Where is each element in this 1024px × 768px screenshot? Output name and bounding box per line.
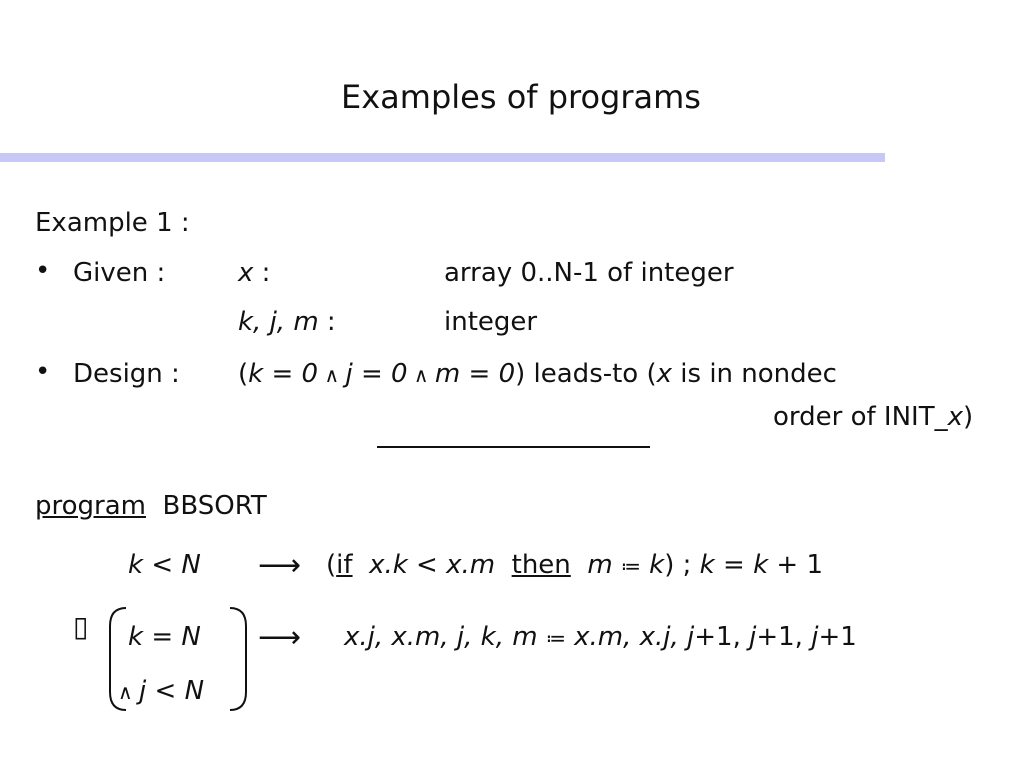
given-vars-kjm: k, j, m :	[238, 307, 336, 337]
guard-parentheses	[109, 607, 247, 711]
stmt2-guard-line1: k = N	[128, 622, 201, 652]
stmt1-guard: k < N	[128, 550, 201, 580]
given-label: Given :	[73, 258, 166, 288]
title-divider	[0, 153, 885, 162]
arrow-icon: ⟶	[258, 548, 302, 583]
given-type-kjm: integer	[444, 307, 538, 337]
choice-operator-icon: ▯	[73, 610, 89, 643]
given-var-x: x :	[238, 258, 271, 288]
bullet-icon: •	[35, 256, 51, 286]
example-heading: Example 1 :	[35, 208, 190, 238]
slide-title: Examples of programs	[341, 78, 701, 116]
stmt2-body: x.j, x.m, j, k, m ≔ x.m, x.j, j+1, j+1, …	[344, 622, 857, 652]
design-label: Design :	[73, 359, 180, 389]
arrow-icon: ⟶	[258, 620, 302, 655]
separator-line	[377, 446, 650, 448]
stmt2-guard-line2: ∧ j < N	[118, 676, 205, 706]
program-header: program BBSORT	[35, 491, 267, 521]
design-spec-line1: (k = 0 ∧ j = 0 ∧ m = 0) leads-to (x is i…	[238, 359, 837, 389]
given-type-x: array 0..N-1 of integer	[444, 258, 734, 288]
design-spec-line2: order of INIT_x)	[773, 402, 974, 432]
stmt1-body: (if x.k < x.m then m ≔ k) ; k = k + 1	[326, 550, 823, 580]
bullet-icon: •	[35, 357, 51, 387]
